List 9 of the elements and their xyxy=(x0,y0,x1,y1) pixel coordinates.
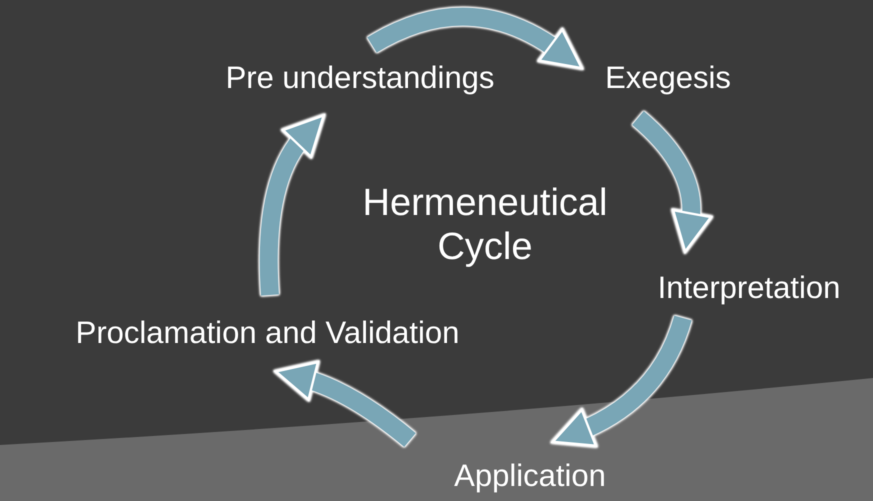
curved-arrow xyxy=(260,113,324,296)
center-title: Hermeneutical Cycle xyxy=(362,182,608,270)
stage-label: Proclamation and Validation xyxy=(76,315,460,351)
curved-arrow xyxy=(275,362,416,447)
stage-label: Exegesis xyxy=(605,60,731,96)
curved-arrow xyxy=(552,315,692,446)
stage-label: Application xyxy=(454,458,606,494)
stage-label: Interpretation xyxy=(658,270,840,306)
stage-label: Pre understandings xyxy=(226,60,494,96)
